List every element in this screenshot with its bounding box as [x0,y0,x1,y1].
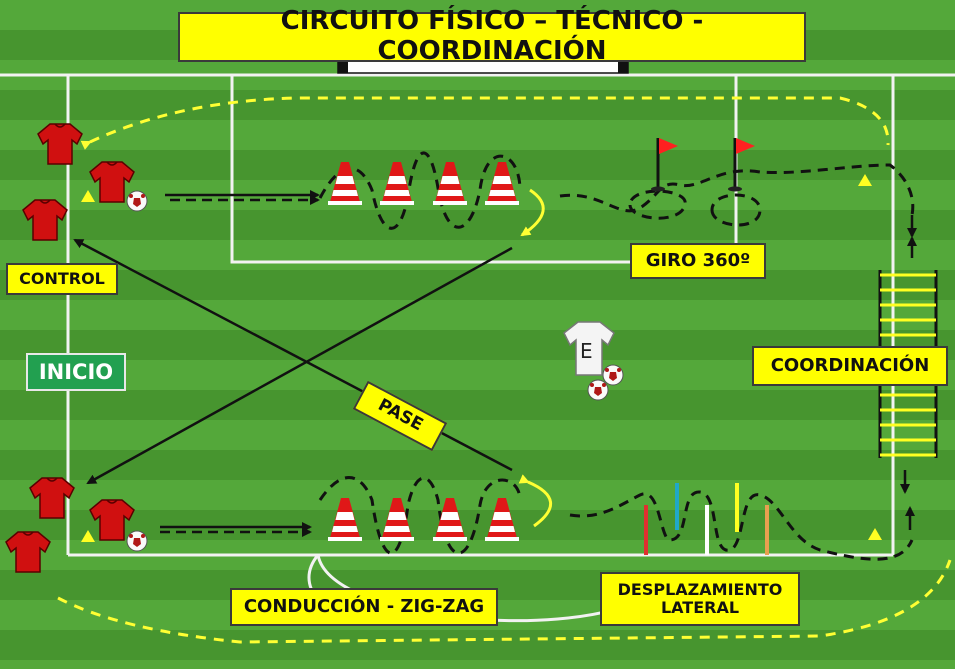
goal-net [337,60,629,74]
ball-icon [126,190,148,212]
inicio-label: INICIO [26,353,126,391]
poles [644,483,769,555]
yellow-turn-arrows [518,188,553,528]
title-label: CIRCUITO FÍSICO – TÉCNICO - COORDINACIÓN [178,6,806,66]
conduccion-label: CONDUCCIÓN - ZIG-ZAG [230,588,498,626]
giro-label: GIRO 360º [630,243,766,279]
black-dashed-routes [318,151,915,561]
dashed-routes [57,96,952,644]
coach-letter: E [580,339,593,363]
coach-shirt-icon [563,321,615,376]
ball-icon [602,364,624,386]
lateral-label: DESPLAZAMIENTO LATERAL [600,572,800,626]
ball-icon [587,379,609,401]
coordinacion-label: COORDINACIÓN [752,346,948,386]
ball-icon [126,530,148,552]
control-label: CONTROL [6,263,118,295]
